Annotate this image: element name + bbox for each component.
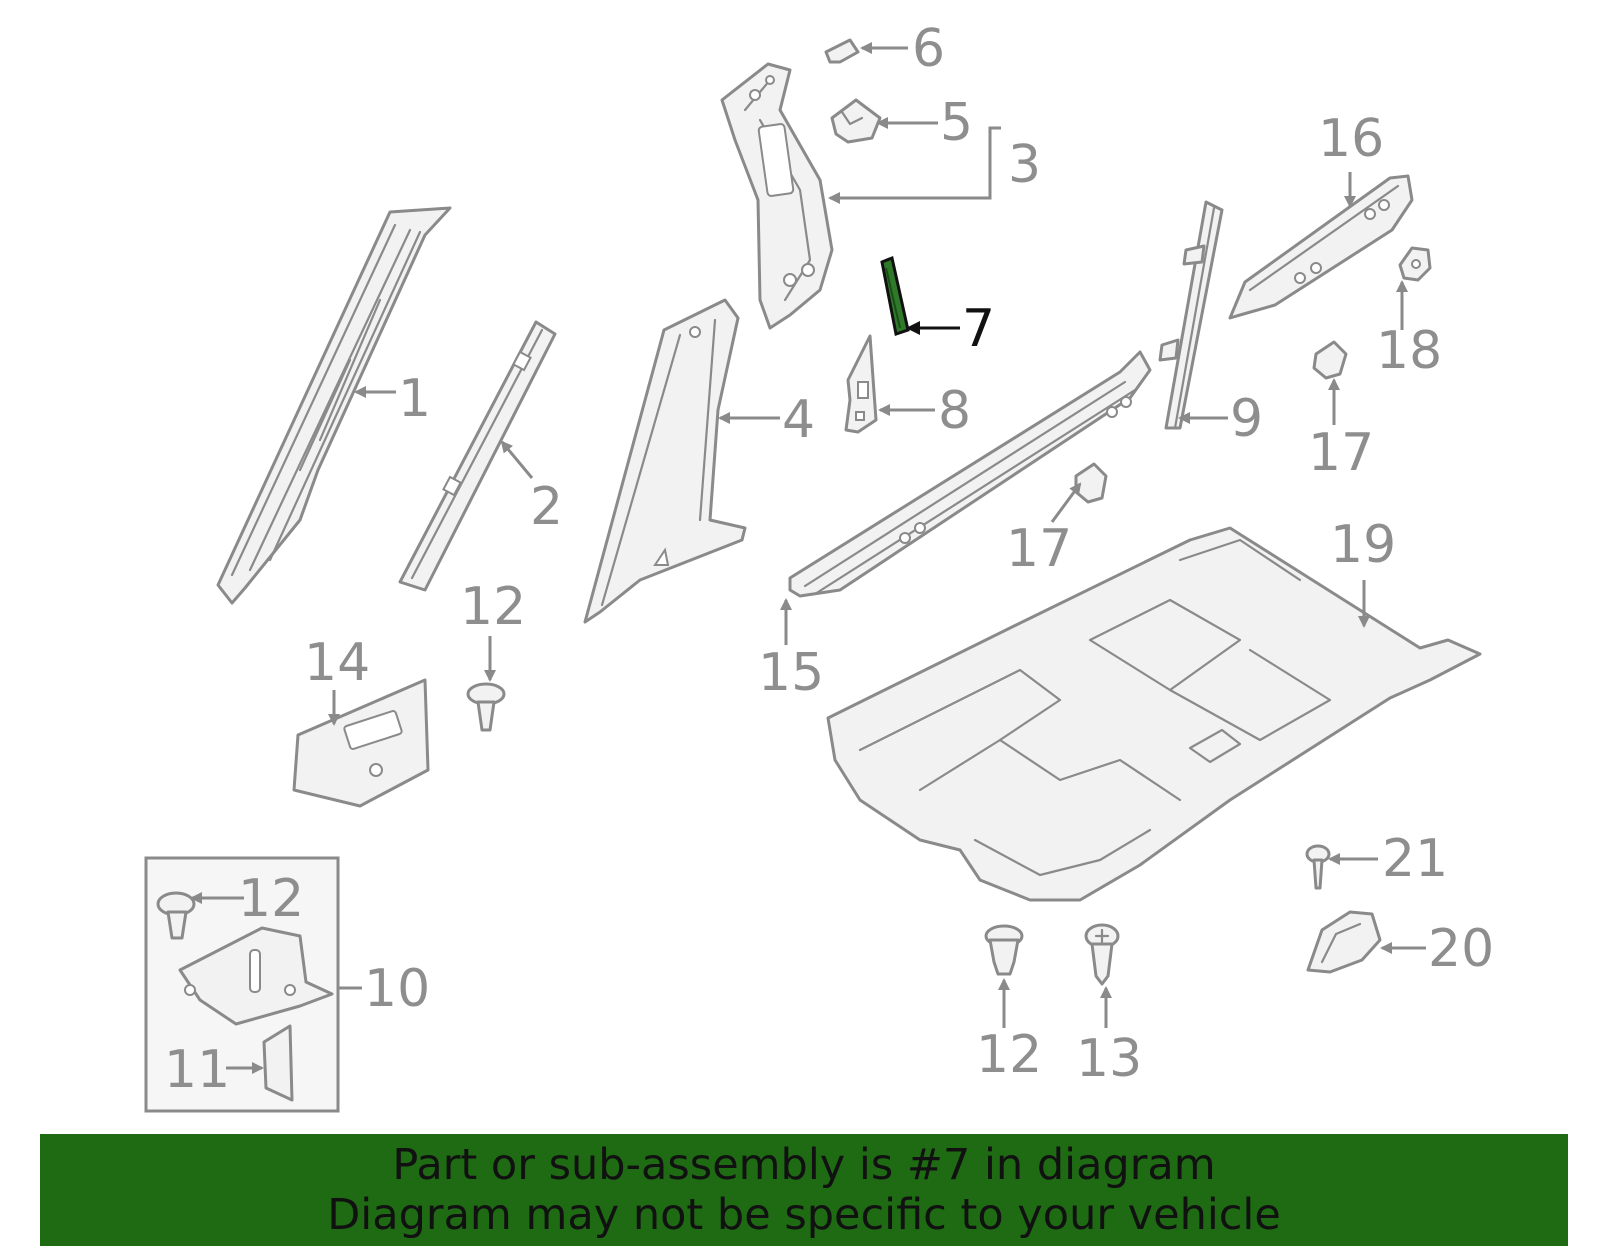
part-4-b-pillar-lower-trim[interactable] xyxy=(583,298,747,624)
callout-9[interactable]: 9 xyxy=(1230,389,1263,449)
banner-line-1: Part or sub-assembly is #7 in diagram xyxy=(392,1140,1216,1190)
callout-20[interactable]: 20 xyxy=(1428,919,1494,979)
part-2-pillar-strip[interactable] xyxy=(398,320,557,592)
part-12-clip-inset[interactable] xyxy=(156,891,196,940)
part-11-bracket[interactable] xyxy=(262,1024,294,1102)
callout-7[interactable]: 7 xyxy=(962,299,995,359)
callout-13[interactable]: 13 xyxy=(1076,1029,1142,1089)
part-5-clip[interactable] xyxy=(830,98,882,144)
callout-15[interactable]: 15 xyxy=(758,643,824,703)
part-19-floor-carpet[interactable] xyxy=(826,526,1482,902)
callout-12-lower[interactable]: 12 xyxy=(976,1025,1042,1085)
callout-1[interactable]: 1 xyxy=(398,369,431,429)
part-12-clip-b[interactable] xyxy=(984,924,1024,976)
callout-18[interactable]: 18 xyxy=(1376,321,1442,381)
part-13-screw[interactable] xyxy=(1084,923,1120,986)
callout-12-inset[interactable]: 12 xyxy=(238,869,304,929)
part-16-rear-scuff-plate[interactable] xyxy=(1228,174,1414,320)
part-3-b-pillar-upper-trim[interactable] xyxy=(720,62,834,330)
callout-21[interactable]: 21 xyxy=(1382,829,1448,889)
part-12-clip-a[interactable] xyxy=(466,682,506,732)
callout-6[interactable]: 6 xyxy=(912,19,945,79)
part-6-cap[interactable] xyxy=(824,38,860,64)
part-17-clip-lower[interactable] xyxy=(1074,462,1108,504)
part-20-cover[interactable] xyxy=(1306,910,1382,974)
callout-4[interactable]: 4 xyxy=(782,390,815,450)
callout-5[interactable]: 5 xyxy=(940,93,973,153)
part-1-a-pillar-trim[interactable] xyxy=(216,206,452,605)
banner-line-2: Diagram may not be specific to your vehi… xyxy=(327,1190,1281,1240)
callout-3[interactable]: 3 xyxy=(1008,135,1041,195)
callout-12-upper[interactable]: 12 xyxy=(460,577,526,637)
callout-2[interactable]: 2 xyxy=(530,477,563,537)
part-17-clip-upper[interactable] xyxy=(1312,340,1348,380)
callout-11[interactable]: 11 xyxy=(164,1040,230,1100)
info-banner: Part or sub-assembly is #7 in diagram Di… xyxy=(40,1134,1568,1246)
callout-16[interactable]: 16 xyxy=(1318,109,1384,169)
leaders xyxy=(190,42,1426,1074)
part-18-clip[interactable] xyxy=(1398,246,1432,282)
callout-8[interactable]: 8 xyxy=(938,381,971,441)
part-8-bracket[interactable] xyxy=(844,334,878,434)
part-15-front-scuff-plate[interactable] xyxy=(788,350,1152,598)
part-21-screw[interactable] xyxy=(1305,844,1331,890)
callouts: 1 2 3 4 5 6 7 8 9 10 11 12 12 12 13 14 1… xyxy=(164,19,1494,1100)
callout-10[interactable]: 10 xyxy=(364,959,430,1019)
part-10-kick-panel[interactable] xyxy=(178,926,334,1026)
callout-17-lower[interactable]: 17 xyxy=(1006,519,1072,579)
part-14-panel[interactable] xyxy=(292,678,430,808)
callout-14[interactable]: 14 xyxy=(304,633,370,693)
callout-19[interactable]: 19 xyxy=(1330,515,1396,575)
part-7-highlighted-strip[interactable] xyxy=(880,255,910,336)
part-9-rear-pillar-strip[interactable] xyxy=(1158,200,1224,430)
callout-17-upper[interactable]: 17 xyxy=(1308,423,1374,483)
